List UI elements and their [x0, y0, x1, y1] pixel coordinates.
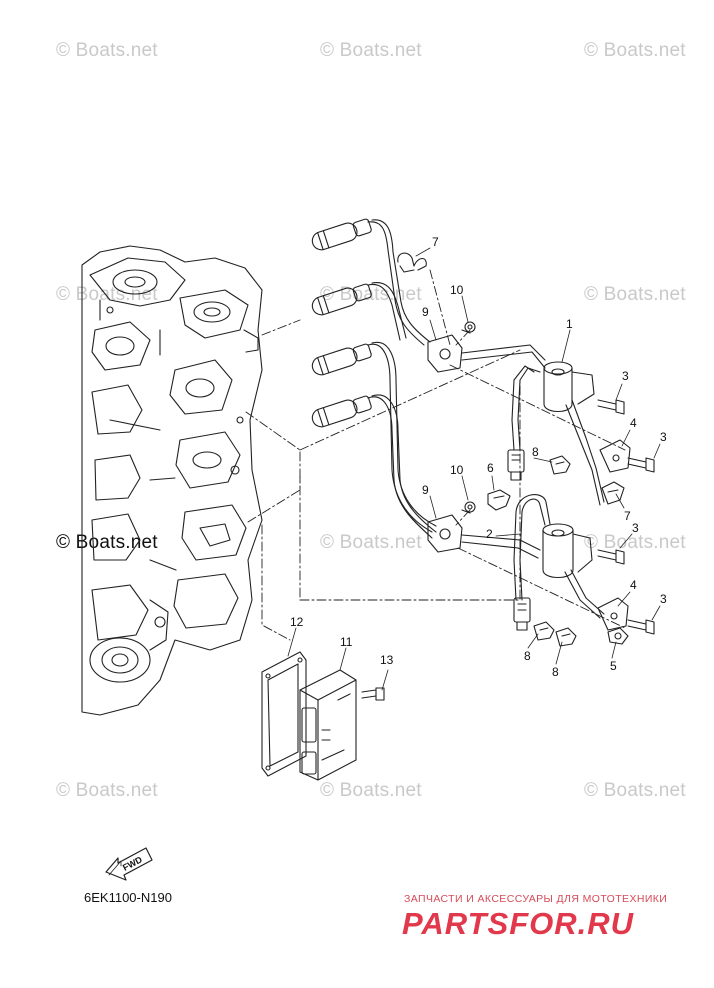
clip	[487, 489, 511, 511]
callout-5: 5	[610, 659, 617, 673]
watermark: © Boats.net	[584, 780, 686, 801]
ignition-coil	[513, 494, 605, 619]
callout-13: 13	[380, 653, 394, 667]
lead-holder	[427, 334, 463, 373]
gasket	[261, 651, 307, 777]
callout-3: 3	[622, 369, 629, 383]
callout-labels: 1 2 3 3 3 3 4 4 5 6 7 7 8 8 8 9 9 10 10 …	[121, 235, 667, 873]
callout-10: 10	[450, 463, 464, 477]
callout-12: 12	[290, 615, 304, 629]
ground-terminal	[607, 627, 629, 645]
watermark: © Boats.net	[56, 780, 158, 801]
callout-4: 4	[630, 416, 637, 430]
shop-logo: PARTSFOR.RU	[402, 906, 635, 941]
clip	[397, 252, 427, 273]
callout-10: 10	[450, 283, 464, 297]
engine-block	[81, 245, 263, 716]
high-tension-leads	[367, 219, 546, 559]
lead-holder	[427, 514, 463, 553]
fwd-arrow-icon	[105, 847, 153, 881]
watermark: © Boats.net	[584, 284, 686, 305]
clip	[533, 621, 555, 641]
bracket	[597, 597, 629, 631]
callout-7: 7	[432, 235, 439, 249]
shop-tagline: ЗАПЧАСТИ И АКСЕССУАРЫ ДЛЯ МОТОТЕХНИКИ	[404, 893, 668, 905]
coil-connector	[507, 449, 525, 481]
callout-3: 3	[660, 430, 667, 444]
callout-1: 1	[566, 317, 573, 331]
cdi-unit	[299, 669, 357, 781]
screw	[361, 687, 385, 701]
callout-4: 4	[630, 578, 637, 592]
watermark: © Boats.net	[320, 532, 422, 553]
bolt	[627, 619, 655, 635]
callout-8: 8	[524, 649, 531, 663]
bolt	[627, 457, 655, 473]
grommet	[461, 321, 476, 334]
plug-caps	[311, 218, 372, 428]
watermark: © Boats.net	[320, 40, 422, 61]
leader-lines	[287, 247, 661, 691]
clip	[549, 455, 571, 475]
bolt	[597, 549, 625, 565]
watermark: © Boats.net	[56, 284, 158, 305]
callout-8: 8	[552, 665, 559, 679]
clip	[555, 627, 577, 647]
callout-7: 7	[624, 509, 631, 523]
clip	[601, 481, 625, 505]
ignition-coil	[511, 361, 605, 506]
callout-9: 9	[422, 483, 429, 497]
bolt	[597, 399, 625, 415]
watermark: © Boats.net	[584, 532, 686, 553]
watermark: © Boats.net	[320, 780, 422, 801]
callout-11: 11	[340, 635, 353, 649]
callout-2: 2	[486, 527, 493, 541]
bracket	[599, 439, 631, 473]
grommet	[461, 501, 476, 514]
callout-6: 6	[487, 461, 494, 475]
callout-9: 9	[422, 305, 429, 319]
watermark: © Boats.net	[56, 40, 158, 61]
diagram-code: 6EK1100-N190	[84, 890, 172, 905]
watermark: © Boats.net	[584, 40, 686, 61]
callout-3: 3	[660, 592, 667, 606]
watermark-dark: © Boats.net	[56, 532, 158, 553]
callout-3: 3	[632, 521, 639, 535]
coil-connector	[513, 597, 531, 631]
callout-8: 8	[532, 445, 539, 459]
